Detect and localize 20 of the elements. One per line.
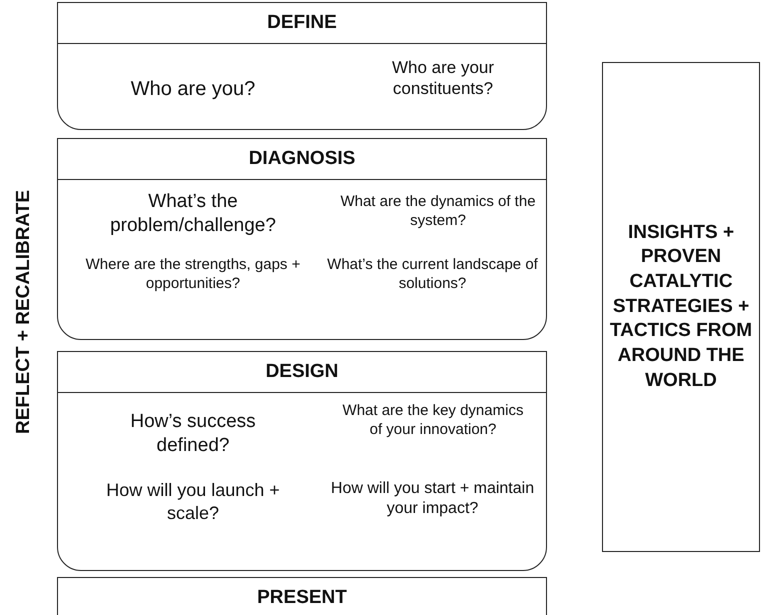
stage-panel xyxy=(57,351,547,571)
question-text: What’s the problem/challenge? xyxy=(109,190,277,238)
stage-panel xyxy=(57,2,547,130)
question-text: Who are you? xyxy=(130,77,256,102)
panel-heading: DESIGN xyxy=(58,352,546,393)
panel-heading: PRESENT xyxy=(58,578,546,615)
question-text: How’s success defined? xyxy=(129,410,257,458)
panel-heading: DEFINE xyxy=(58,3,546,44)
panel-heading: DIAGNOSIS xyxy=(58,139,546,180)
question-text: What are the key dynamics of your innovation? xyxy=(342,402,524,440)
question-text: Where are the strengths, gaps + opportunities? xyxy=(84,256,302,294)
question-text: What’s the current landscape of solutions? xyxy=(326,256,539,294)
stage-panel xyxy=(57,138,547,340)
question-text: How will you start + maintain your impact? xyxy=(330,479,536,519)
insight-box xyxy=(602,62,760,552)
side-label: REFLECT + RECALIBRATE xyxy=(13,190,35,434)
question-text: How will you launch + scale? xyxy=(105,479,281,524)
question-text: What are the dynamics of the system? xyxy=(339,193,537,230)
box-text: INSIGHTS + PROVEN CATALYTIC STRATEGIES + TACTICS FROM AROUND THE WORLD xyxy=(608,220,754,393)
question-text: Who are your constituents? xyxy=(390,57,496,100)
